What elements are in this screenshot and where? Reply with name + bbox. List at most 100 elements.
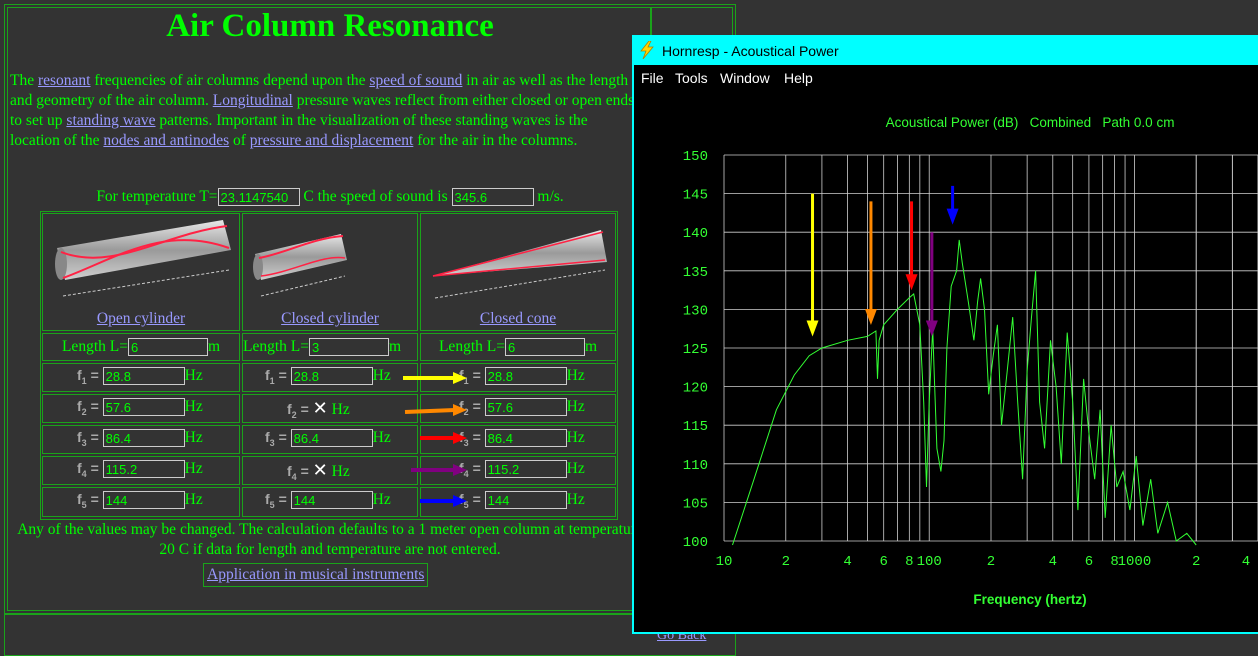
link-application-musical-instruments[interactable]: Application in musical instruments [207,566,425,583]
open-f4-cell: f4 = Hz [42,456,240,485]
open-f1-input[interactable] [102,367,185,386]
cone-f3-cell: f3 = Hz [420,425,616,454]
temperature-line: For temperature T= C the speed of sound … [10,188,650,207]
pointer-arrowhead [453,372,467,384]
f1-label: f1 = [77,367,103,386]
no-even-harmonic-icon: ✕ [312,460,328,481]
x-tick-label: 100 [917,554,942,570]
open-f4-input[interactable] [102,460,185,479]
pointer-arrowhead [453,404,467,416]
window-titlebar[interactable]: Hornresp - Acoustical Power [634,37,1258,65]
hz-unit: Hz [184,460,203,477]
link-pressure-displacement[interactable]: pressure and displacement [249,132,414,149]
chart-grid [723,154,1258,542]
closed-cone-length-input[interactable] [504,338,585,357]
application-link-box: Application in musical instruments [203,563,429,587]
link-closed-cylinder[interactable]: Closed cylinder [281,310,379,327]
speed-of-sound-input[interactable] [451,188,534,207]
intro-text: patterns. Important in the visualization… [10,112,588,149]
intro-text: for the air in the columns. [413,132,578,149]
link-open-cylinder[interactable]: Open cylinder [96,310,186,327]
length-label: Length L= [243,338,309,355]
link-speed-of-sound[interactable]: speed of sound [369,72,463,89]
length-unit: m [584,338,598,355]
pointer-arrowhead [453,432,467,444]
open-f5-cell: f5 = Hz [42,487,240,517]
x-tick-label: 4 [1242,554,1250,570]
intro-text: frequencies of air columns depend upon t… [90,72,370,89]
hz-unit: Hz [184,491,203,508]
open-f1-cell: f1 = Hz [42,363,240,392]
hornresp-window[interactable]: Hornresp - Acoustical Power File Tools W… [632,35,1258,634]
window-title: Hornresp - Acoustical Power [662,43,839,59]
hz-unit: Hz [372,367,391,384]
acoustical-power-line [732,239,1197,546]
hz-unit: Hz [331,463,350,480]
chart-annotations [806,185,959,337]
cone-f1-input[interactable] [484,367,567,386]
pointer-arrowhead [864,308,877,325]
closed-f3-cell: f3 = Hz [242,425,418,454]
link-longitudinal[interactable]: Longitudinal [212,92,293,109]
closed-cylinder-cell: Closed cylinder [242,213,418,331]
pointer-arrowhead [925,320,938,337]
pointer-arrowhead [806,320,819,337]
pointer-arrow [404,408,456,414]
cone-f5-input[interactable] [484,491,567,510]
menu-help[interactable]: Help [784,70,813,86]
intro-text: of [229,132,250,149]
menu-tools[interactable]: Tools [675,70,708,86]
cone-f3-input[interactable] [484,429,567,448]
chart-series [732,239,1197,546]
temperature-input[interactable] [217,188,300,207]
hz-unit: Hz [566,491,585,508]
link-resonant[interactable]: resonant [37,72,91,89]
closed-f5-input[interactable] [290,491,373,510]
open-f2-input[interactable] [102,398,185,417]
hz-unit: Hz [184,398,203,415]
cone-f4-cell: f4 = Hz [420,456,616,485]
intro-paragraph: The resonant frequencies of air columns … [10,71,635,151]
x-tick-label: 8 [905,554,913,570]
hz-unit: Hz [566,398,585,415]
closed-cylinder-image [253,234,347,297]
y-tick-label: 100 [683,535,708,551]
f5-label: f5 = [265,491,291,510]
cone-f2-input[interactable] [484,398,567,417]
cone-f4-input[interactable] [484,460,567,479]
pointer-arrowhead [453,495,467,507]
x-tick-label: 4 [843,554,851,570]
open-cylinder-cell: Open cylinder [42,213,240,331]
x-tick-label: 4 [1049,554,1057,570]
x-tick-label: 10 [716,554,733,570]
open-f3-cell: f3 = Hz [42,425,240,454]
overlay-arrows [403,372,467,507]
f1-label: f1 = [265,367,291,386]
open-f5-input[interactable] [102,491,185,510]
closed-f3-input[interactable] [290,429,373,448]
link-standing-wave[interactable]: standing wave [66,112,156,129]
y-tick-label: 145 [683,188,708,204]
link-nodes-antinodes[interactable]: nodes and antinodes [103,132,230,149]
closed-f1-input[interactable] [290,367,373,386]
open-cylinder-length-input[interactable] [127,338,208,357]
link-closed-cone[interactable]: Closed cone [479,310,557,327]
x-tick-label: 2 [782,554,790,570]
f2-label: f2 = [459,398,485,417]
f5-label: f5 = [77,491,103,510]
f2-label: f2 = [287,401,313,420]
y-tick-label: 115 [683,419,708,435]
pointer-arrowhead [905,274,918,291]
menu-window[interactable]: Window [720,70,770,86]
x-tick-label: 8 [1110,554,1118,570]
open-f3-input[interactable] [102,429,185,448]
y-tick-label: 140 [683,226,708,242]
closed-cylinder-length-input[interactable] [309,338,389,357]
hz-unit: Hz [566,460,585,477]
pointer-arrowhead [453,464,467,476]
y-tick-label: 130 [683,303,708,319]
x-tick-label: 2 [1192,554,1200,570]
speed-label: C the speed of sound is [303,188,448,205]
menu-file[interactable]: File [641,70,664,86]
